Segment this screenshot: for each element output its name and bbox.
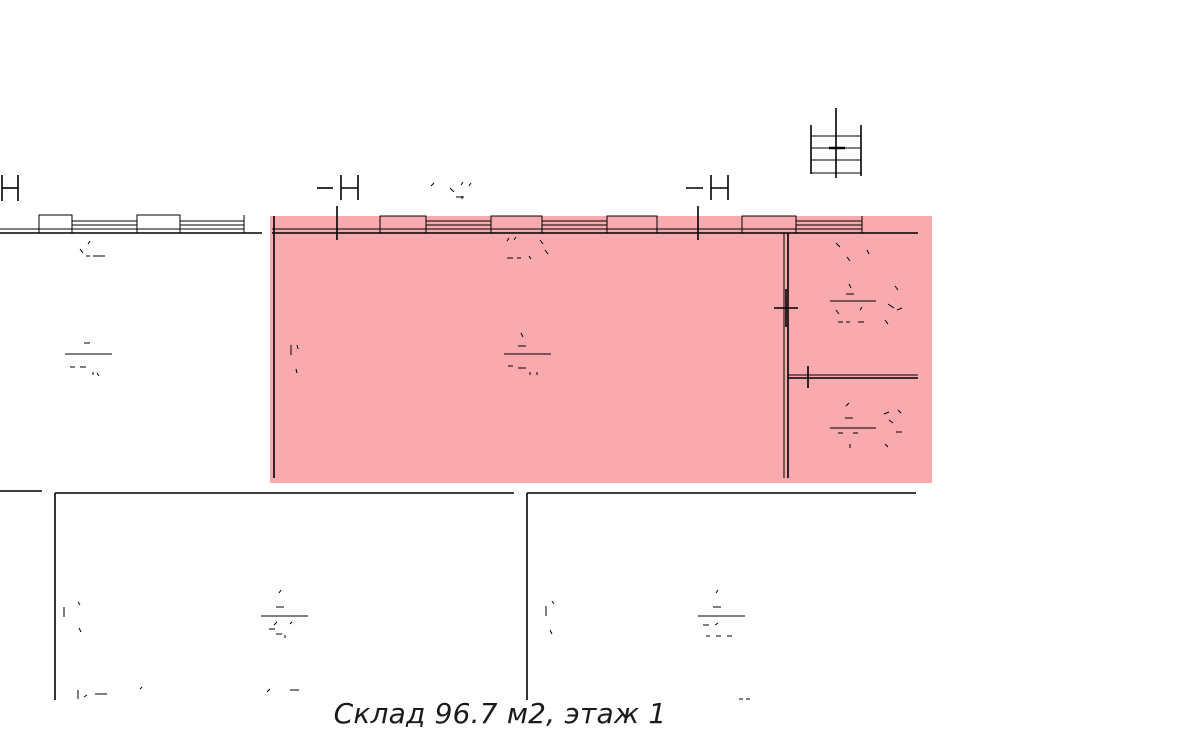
window [38, 214, 73, 234]
room-label-small-bottom [830, 402, 902, 448]
column-marker-icon [317, 175, 359, 200]
room-bottom-right [526, 492, 916, 700]
room-label-main [290, 236, 551, 375]
room-left-top [0, 214, 262, 377]
room-bottom-left [0, 490, 514, 700]
column-marker-icon [1, 175, 19, 201]
annotation-marks [430, 181, 472, 199]
plan-caption: Склад 96.7 м2, этаж 1 [333, 697, 667, 730]
column-marker-icon [686, 175, 729, 200]
warehouse-walls [272, 206, 918, 478]
room-label-small-top [830, 242, 903, 325]
window [136, 214, 181, 234]
stairs-icon [810, 108, 862, 178]
highlighted-warehouse-area[interactable] [270, 216, 932, 483]
